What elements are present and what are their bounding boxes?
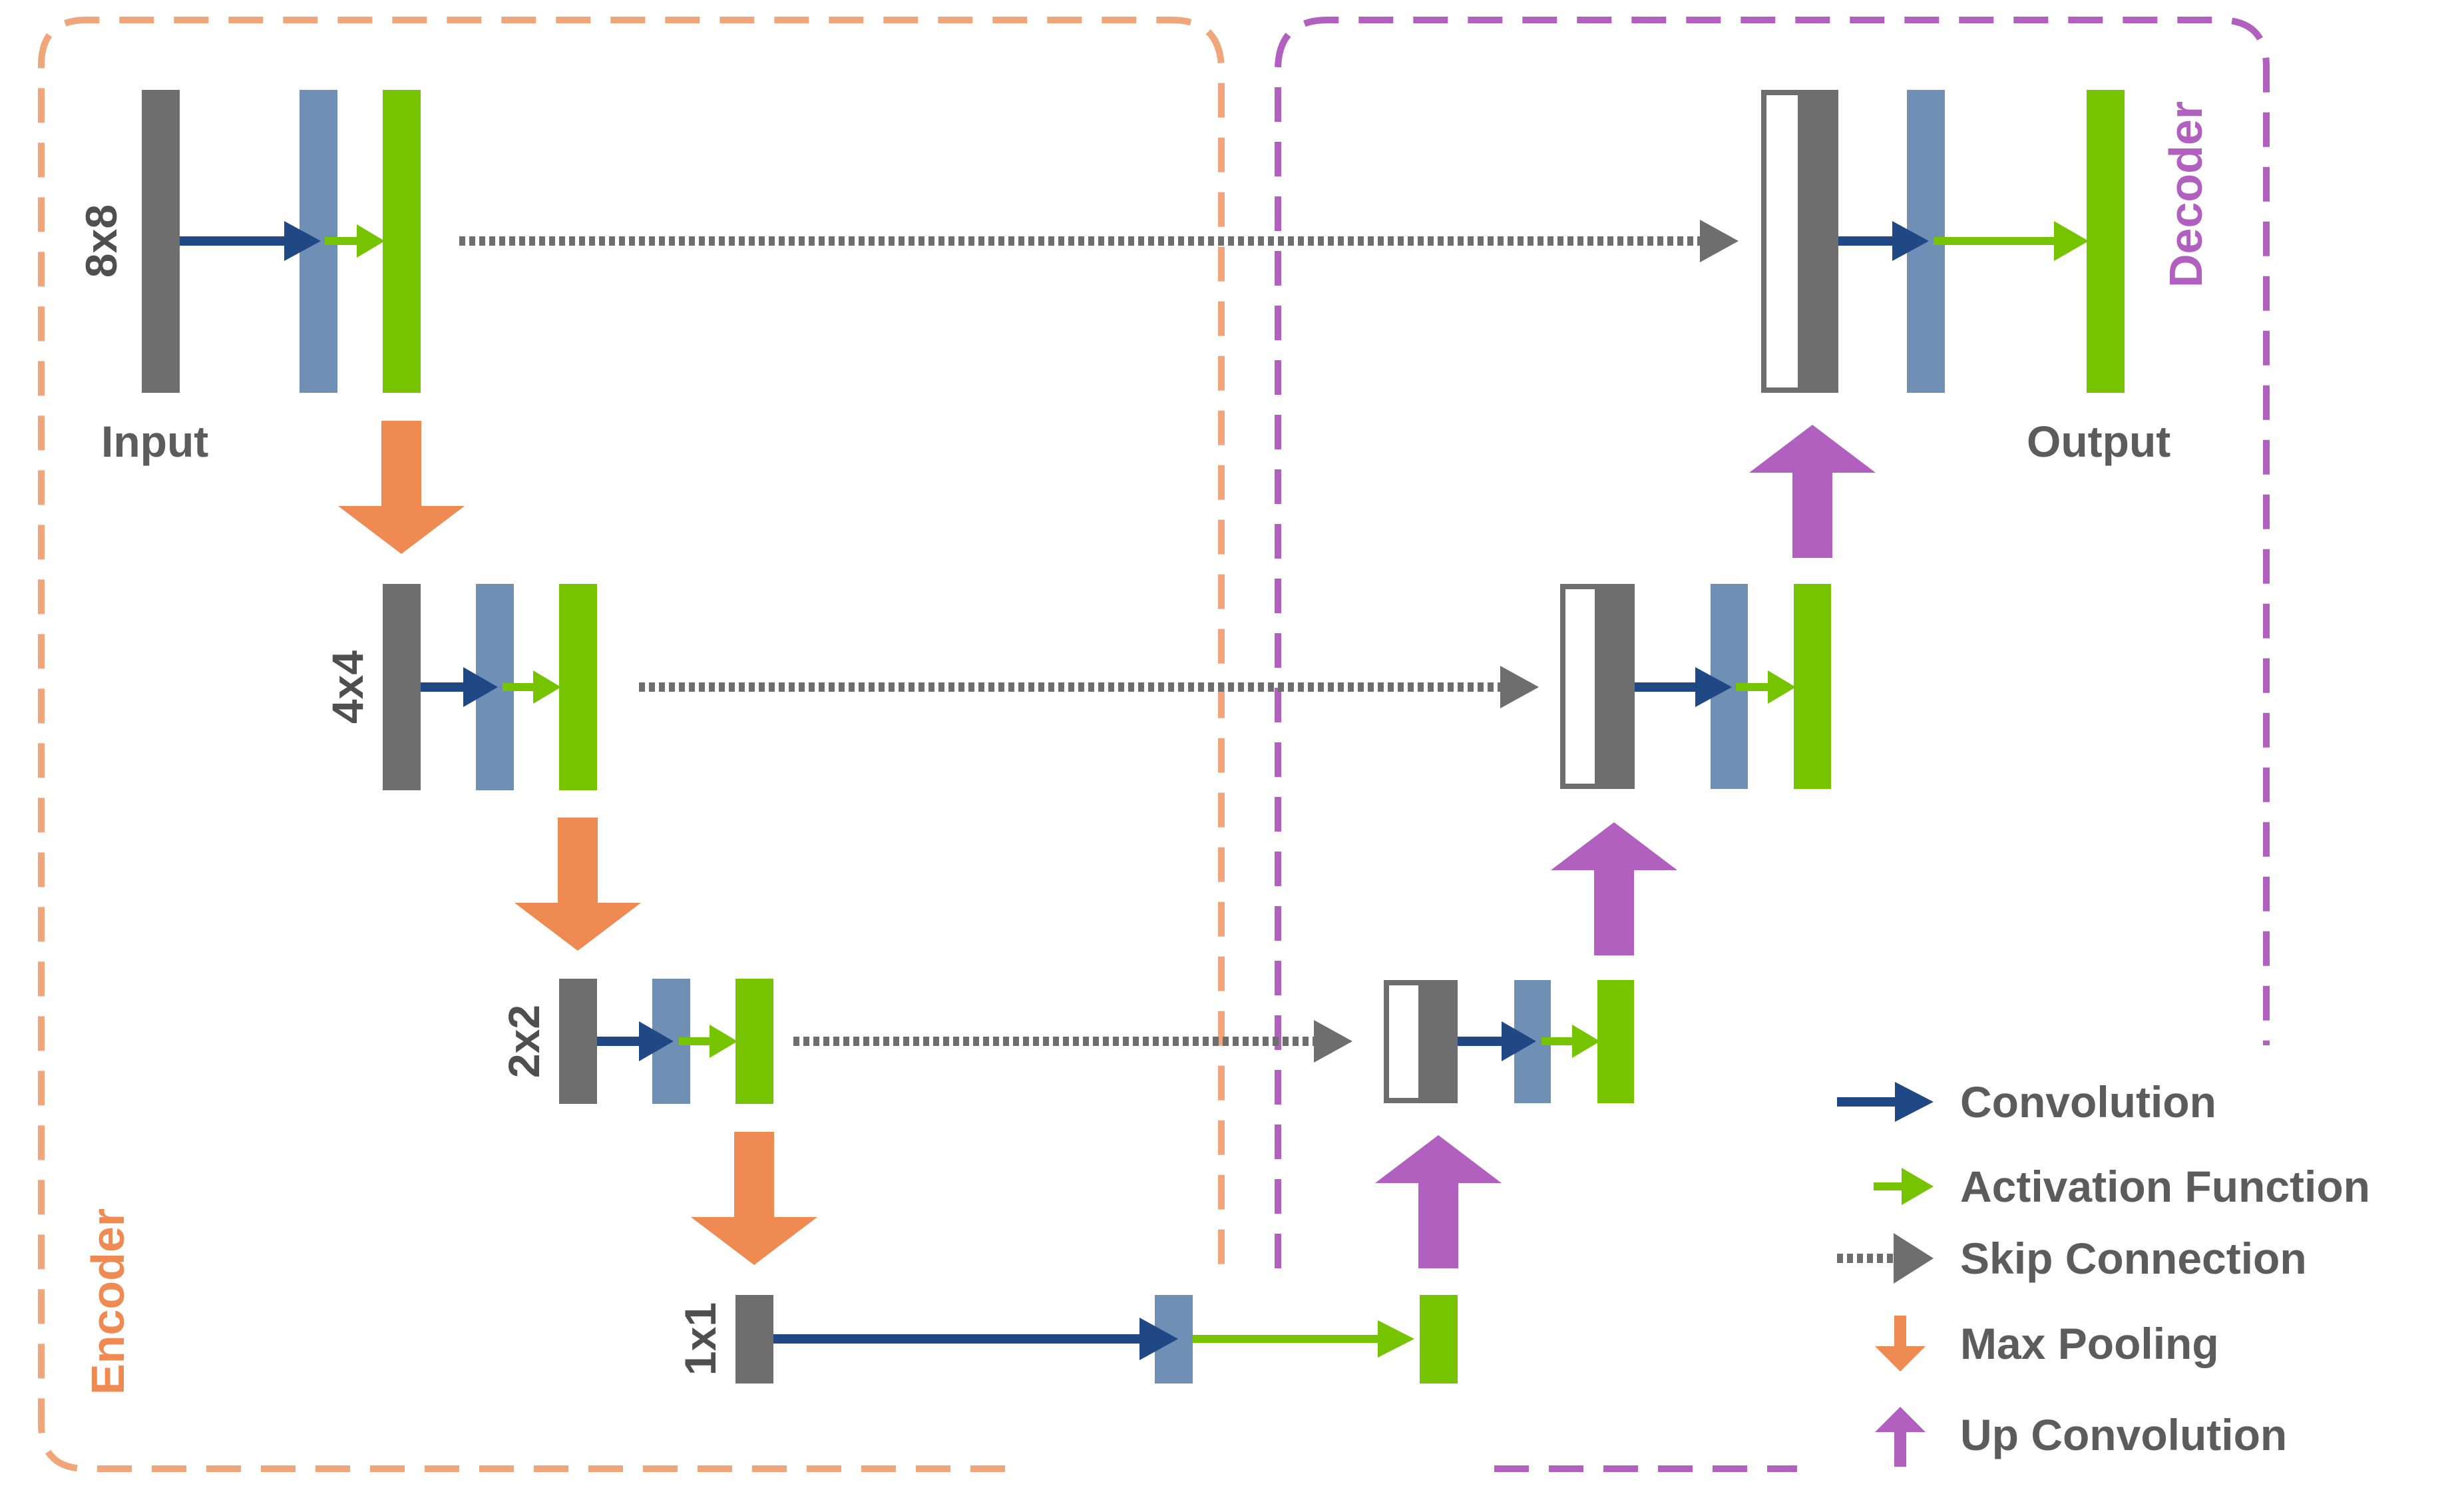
encoder-border — [38, 17, 1225, 1472]
convolution-arrow — [597, 1021, 674, 1061]
skip-connection-arrow-head — [1314, 1020, 1352, 1063]
concatenated-feature-block — [1421, 980, 1458, 1103]
activation-arrow-head — [1378, 1320, 1414, 1358]
decoder-level-2x2 — [1384, 980, 1634, 1103]
legend-item-activation: Activation Function — [1874, 1162, 2370, 1211]
activation-feature-block — [1420, 1295, 1458, 1384]
legend-label: Skip Connection — [1960, 1234, 2307, 1283]
skip-connection-arrow — [459, 220, 1739, 262]
convolution-arrow-head — [1139, 1318, 1178, 1360]
legend-item-convolution: Convolution — [1837, 1077, 2216, 1127]
activation-arrow — [1934, 221, 2089, 261]
legend-label: Up Convolution — [1960, 1410, 2287, 1459]
activation-arrow-head — [357, 224, 385, 258]
decoder-level-8x8: Output — [1761, 90, 2170, 466]
activation-feature-block — [1597, 980, 1634, 1103]
encoder-title: Encoder — [82, 1208, 134, 1395]
decoder-border — [1275, 17, 2270, 1268]
up-convolution-arrow — [1375, 1135, 1502, 1268]
activation-arrow-head — [2054, 221, 2089, 261]
arrows-layer — [180, 220, 2089, 1360]
convolution-legend-icon — [1837, 1082, 1934, 1122]
activation-arrow-head — [1572, 1025, 1600, 1058]
up-convolution-arrow — [1749, 425, 1876, 558]
encoder-level-8x8: 8x8 Input — [77, 90, 421, 466]
feature-block — [559, 979, 597, 1104]
dimension-label: 1x1 — [676, 1302, 725, 1376]
activation-arrow-head — [710, 1025, 737, 1058]
activation-legend-icon — [1874, 1168, 1934, 1205]
activation-arrow — [679, 1025, 737, 1058]
input-label: Input — [101, 417, 208, 466]
activation-feature-block — [559, 584, 597, 790]
up-convolution-arrow — [1551, 822, 1677, 955]
convolution-arrow — [1458, 1021, 1536, 1061]
legend-item-max-pooling: Max Pooling — [1875, 1316, 2219, 1372]
skip-feature-block — [1384, 980, 1424, 1103]
legend-label: Activation Function — [1960, 1162, 2370, 1211]
skip-connection-arrow — [639, 666, 1539, 708]
convolution-arrow — [421, 667, 498, 707]
feature-block — [383, 584, 421, 790]
skip-feature-block — [1761, 90, 1803, 393]
activation-arrow — [503, 670, 561, 704]
skip-connection-legend-icon — [1837, 1233, 1934, 1284]
activation-feature-block — [1794, 584, 1831, 789]
concatenated-feature-block — [1800, 90, 1838, 393]
legend-item-skip: Skip Connection — [1837, 1233, 2307, 1284]
concatenated-feature-block — [1597, 584, 1635, 789]
dimension-label: 2x2 — [499, 1005, 548, 1078]
activation-arrow-head — [533, 670, 561, 704]
feature-block — [735, 1295, 773, 1384]
legend-label: Convolution — [1960, 1077, 2216, 1127]
convolution-arrow-head — [284, 221, 321, 261]
skip-connection-arrow-head — [1500, 666, 1539, 708]
dimension-label: 8x8 — [77, 204, 126, 278]
convolution-arrow — [773, 1318, 1178, 1360]
convolution-arrow-head — [1695, 667, 1732, 707]
max-pooling-arrow — [338, 421, 465, 554]
output-feature-block — [2087, 90, 2125, 393]
activation-arrow — [1193, 1320, 1414, 1358]
skip-connection-legend-icon-head — [1894, 1233, 1934, 1284]
encoder-region: Encoder — [38, 17, 1225, 1472]
activation-arrow — [1541, 1025, 1600, 1058]
activation-feature-block — [383, 90, 421, 393]
legend-label: Max Pooling — [1960, 1319, 2219, 1368]
output-label: Output — [2027, 417, 2170, 466]
activation-arrow — [325, 224, 385, 258]
convolution-arrow — [1635, 667, 1732, 707]
max-pooling-arrow — [514, 818, 641, 951]
convolution-arrow-head — [1502, 1021, 1536, 1061]
dimension-label: 4x4 — [323, 650, 372, 724]
max-pooling-legend-icon — [1875, 1316, 1926, 1372]
legend-item-up-convolution: Up Convolution — [1875, 1407, 2287, 1467]
activation-legend-icon-head — [1902, 1168, 1934, 1205]
convolution-arrow-head — [463, 667, 498, 707]
skip-connection-arrow — [793, 1020, 1352, 1063]
decoder-title: Decoder — [2160, 101, 2212, 288]
convolution-legend-icon-head — [1895, 1082, 1934, 1122]
input-feature-block — [142, 90, 180, 393]
convolution-arrow — [1838, 221, 1929, 261]
activation-arrow-head — [1768, 670, 1796, 704]
max-pooling-arrow — [691, 1132, 817, 1265]
convolution-arrow-head — [1892, 221, 1929, 261]
convolution-arrow — [180, 221, 321, 261]
skip-feature-block — [1560, 584, 1600, 789]
skip-connection-arrow-head — [1700, 220, 1739, 262]
convolution-arrow-head — [639, 1021, 674, 1061]
decoder-level-4x4 — [1560, 584, 1831, 789]
activation-arrow — [1736, 670, 1796, 704]
decoder-region: Decoder — [1275, 17, 2270, 1472]
encoder-level-4x4: 4x4 — [323, 584, 597, 790]
activation-feature-block — [735, 979, 773, 1104]
up-convolution-legend-icon — [1875, 1407, 1926, 1467]
